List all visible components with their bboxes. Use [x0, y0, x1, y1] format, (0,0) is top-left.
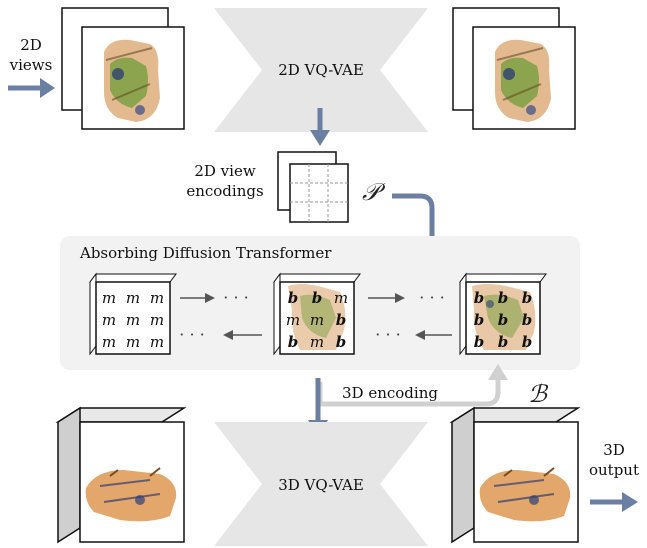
encode-arrow-head [310, 130, 330, 146]
grid-full: b b b b b b b b b [474, 289, 533, 351]
token-cell: m [310, 311, 324, 329]
ellipsis-bottom-1: · · · [179, 325, 204, 344]
token-cell: b [474, 333, 485, 351]
volume-cube-right [449, 406, 581, 544]
token-cell: m [126, 311, 140, 329]
encoding-3d-label: 3D encoding [342, 384, 438, 402]
symbol-b: ℬ [528, 380, 549, 408]
views-2d-label-line2: views [9, 56, 53, 74]
token-cell: b [522, 333, 533, 351]
vqvae-3d-shape [214, 422, 428, 546]
token-cell: m [286, 311, 300, 329]
token-cell: b [522, 289, 533, 307]
token-cell: b [474, 311, 485, 329]
grid-partial: b b m m m b b m b [286, 289, 348, 351]
token-cube-full [459, 272, 547, 356]
input-arrow-head [40, 78, 55, 98]
views-2d-label-line1: 2D [20, 36, 42, 54]
token-cell: m [150, 289, 164, 307]
token-cell: m [102, 333, 116, 351]
vqvae-2d-label: 2D VQ-VAE [278, 61, 364, 79]
token-cell: b [522, 311, 533, 329]
ellipsis-top-1: · · · [223, 288, 248, 307]
view-encodings-label-line1: 2D view [194, 162, 255, 180]
volume-output-image [479, 467, 571, 522]
symbol-p: 𝒫 [362, 178, 386, 206]
token-cell: b [498, 311, 509, 329]
token-cell: b [498, 333, 509, 351]
ellipsis-top-2: · · · [419, 288, 444, 307]
vqvae-3d-label: 3D VQ-VAE [278, 476, 364, 494]
b-arrow-head [488, 364, 508, 380]
token-cell: m [150, 333, 164, 351]
token-cube-masked [89, 272, 177, 356]
token-cell: b [498, 289, 509, 307]
input-2d-views-stack [61, 7, 185, 130]
token-cell: m [310, 333, 324, 351]
token-cell: b [336, 333, 347, 351]
token-cell: b [312, 289, 323, 307]
token-cell: b [288, 289, 299, 307]
output-2d-views-stack [452, 7, 576, 130]
token-cell: m [102, 289, 116, 307]
volume-cube-left [55, 406, 187, 544]
output-arrow-head [622, 492, 638, 512]
token-cell: b [336, 311, 347, 329]
transformer-title: Absorbing Diffusion Transformer [79, 244, 332, 262]
view-encodings-label-line2: encodings [186, 182, 263, 200]
grid-masked: m m m m m m m m m [102, 289, 164, 351]
token-cell: m [334, 289, 348, 307]
token-cell: b [474, 289, 485, 307]
token-cell: m [150, 311, 164, 329]
b-arrow-shaft [317, 378, 501, 407]
p-arrow-shaft [392, 193, 435, 268]
vqvae-2d-shape [214, 8, 428, 132]
token-cube-partial [273, 272, 361, 356]
output-3d-label-line1: 3D [603, 441, 625, 459]
token-cell: m [126, 333, 140, 351]
xray-view-image [104, 39, 160, 122]
volume-xray-image [85, 467, 177, 522]
view-encodings-grid [277, 151, 349, 223]
token-cell: m [126, 289, 140, 307]
token-cell: m [102, 311, 116, 329]
xray-reconstructed-image [495, 39, 551, 122]
token-cell: b [288, 333, 299, 351]
output-3d-label-line2: output [589, 461, 639, 479]
ellipsis-bottom-2: · · · [375, 325, 400, 344]
